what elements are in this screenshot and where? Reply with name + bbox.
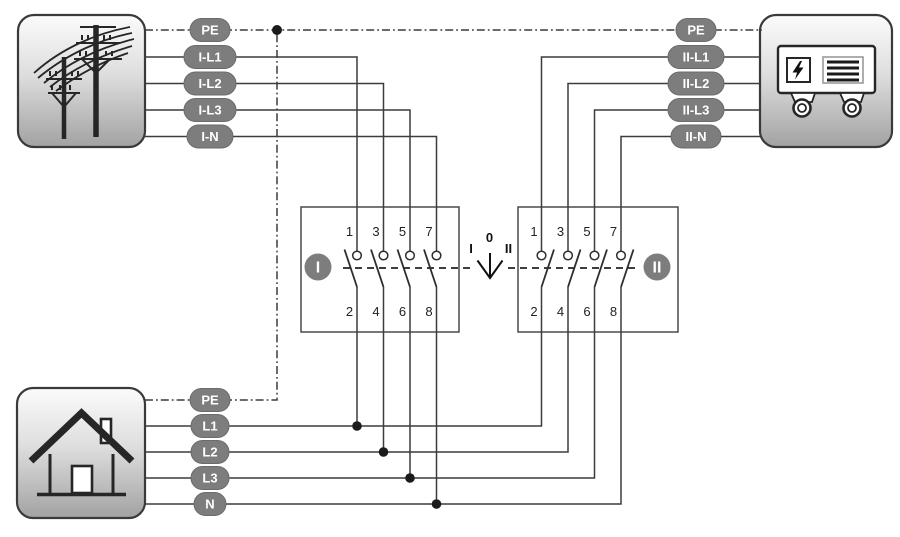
svg-text:PE: PE bbox=[201, 393, 219, 408]
terminal-number: 4 bbox=[557, 304, 564, 319]
junction-dot bbox=[352, 421, 362, 431]
svg-text:L1: L1 bbox=[202, 419, 217, 434]
junction-dot bbox=[431, 499, 442, 509]
selector-position-label: 0 bbox=[486, 230, 493, 245]
junction-dot bbox=[378, 447, 389, 457]
junction-dot bbox=[405, 473, 415, 483]
house-labels: PE L1 L2 L3 N bbox=[189, 388, 231, 516]
contact-circle bbox=[404, 250, 416, 261]
lightning-bolt-icon bbox=[792, 61, 804, 80]
utility-pill-n: I-N bbox=[186, 124, 234, 149]
selector-position-label: II bbox=[505, 241, 512, 256]
terminal-number: 6 bbox=[583, 304, 590, 319]
terminal-number: 1 bbox=[346, 224, 353, 239]
terminal-number: 8 bbox=[610, 304, 617, 319]
svg-text:L3: L3 bbox=[202, 471, 217, 486]
svg-text:N: N bbox=[205, 497, 214, 512]
terminal-number: 3 bbox=[557, 224, 564, 239]
svg-text:I-L1: I-L1 bbox=[198, 50, 221, 65]
contact-circle bbox=[536, 250, 547, 261]
terminal-number: 7 bbox=[610, 224, 617, 239]
junction-dots bbox=[272, 25, 442, 509]
pe-wire-house-branch bbox=[145, 30, 278, 401]
generator-pill-l2: II-L2 bbox=[667, 71, 725, 96]
svg-text:I-L3: I-L3 bbox=[198, 103, 221, 118]
terminal-number: 5 bbox=[399, 224, 406, 239]
terminal-number: 4 bbox=[372, 304, 379, 319]
house-pill-l1: L1 bbox=[190, 414, 230, 438]
terminal-number: 2 bbox=[530, 304, 537, 319]
contact-circle bbox=[615, 250, 627, 261]
terminal-number: 1 bbox=[530, 224, 537, 239]
house-pill-l2: L2 bbox=[190, 440, 230, 464]
terminal-number: 3 bbox=[372, 224, 379, 239]
svg-text:II-L1: II-L1 bbox=[683, 50, 710, 65]
switch-i-annotations: I 1 3 5 7 2 4 6 8 bbox=[304, 224, 433, 319]
contact-circle bbox=[351, 250, 363, 261]
selector-switch: I 0 II bbox=[469, 230, 512, 280]
house-pill-n: N bbox=[193, 492, 227, 516]
terminal-number: 7 bbox=[425, 224, 432, 239]
switch-ii-poles bbox=[536, 249, 635, 288]
house-pill-pe: PE bbox=[189, 388, 231, 412]
phase-wires bbox=[145, 56, 760, 505]
svg-text:I-L2: I-L2 bbox=[198, 76, 221, 91]
utility-pill-l3: I-L3 bbox=[183, 98, 237, 122]
wire-house-l2 bbox=[145, 287, 569, 453]
generator-pill-n: II-N bbox=[670, 124, 722, 149]
utility-box bbox=[16, 13, 147, 149]
contact-circle bbox=[378, 250, 389, 261]
terminal-number: 8 bbox=[425, 304, 432, 319]
svg-text:I: I bbox=[316, 260, 320, 277]
contact-circle bbox=[431, 250, 442, 261]
junction-dot bbox=[272, 25, 282, 35]
switch-blade bbox=[540, 249, 555, 288]
switch-blade bbox=[423, 249, 438, 288]
svg-text:II-L2: II-L2 bbox=[683, 76, 710, 91]
contact-circle bbox=[589, 250, 600, 261]
switch-ii-annotations: II 1 3 5 7 2 4 6 8 bbox=[530, 224, 671, 319]
power-lines-icon bbox=[33, 25, 135, 139]
generator-pill-pe: PE bbox=[675, 18, 717, 42]
switch-blade bbox=[343, 249, 358, 288]
utility-pill-pe: PE bbox=[189, 18, 231, 42]
svg-text:I-N: I-N bbox=[201, 129, 218, 144]
svg-text:L2: L2 bbox=[202, 445, 217, 460]
house-icon bbox=[28, 408, 135, 497]
switch-blade bbox=[370, 249, 385, 288]
terminal-number: 5 bbox=[583, 224, 590, 239]
svg-text:II: II bbox=[653, 260, 662, 277]
svg-text:PE: PE bbox=[687, 23, 705, 38]
utility-pill-l1: I-L1 bbox=[183, 45, 237, 69]
generator-pill-l1: II-L1 bbox=[667, 45, 725, 69]
switch-badge-ii bbox=[643, 253, 671, 281]
switch-blade bbox=[567, 249, 582, 288]
svg-text:II-N: II-N bbox=[686, 129, 707, 144]
wire-house-n bbox=[145, 287, 622, 505]
wire-house-l1 bbox=[145, 287, 543, 427]
svg-text:II-L3: II-L3 bbox=[683, 103, 710, 118]
wire-i-n bbox=[145, 135, 438, 251]
terminal-number: 6 bbox=[399, 304, 406, 319]
utility-pill-l2: I-L2 bbox=[183, 71, 237, 96]
contact-circle bbox=[562, 250, 574, 261]
selector-position-label: I bbox=[469, 241, 473, 256]
switch-blade bbox=[620, 249, 635, 288]
switch-blade bbox=[396, 249, 411, 288]
house-pill-l3: L3 bbox=[190, 466, 230, 490]
switch-blade bbox=[593, 249, 608, 288]
utility-labels: PE I-L1 I-L2 I-L3 I-N bbox=[183, 18, 237, 149]
svg-text:PE: PE bbox=[201, 23, 219, 38]
wire-house-l3 bbox=[145, 287, 596, 479]
generator-labels: PE II-L1 II-L2 II-L3 II-N bbox=[667, 18, 725, 149]
switch-badge-i bbox=[304, 253, 332, 281]
switch-i-poles bbox=[343, 249, 442, 288]
terminal-number: 2 bbox=[346, 304, 353, 319]
generator-icon bbox=[776, 44, 877, 118]
pe-wires bbox=[145, 29, 762, 401]
generator-pill-l3: II-L3 bbox=[667, 98, 725, 122]
